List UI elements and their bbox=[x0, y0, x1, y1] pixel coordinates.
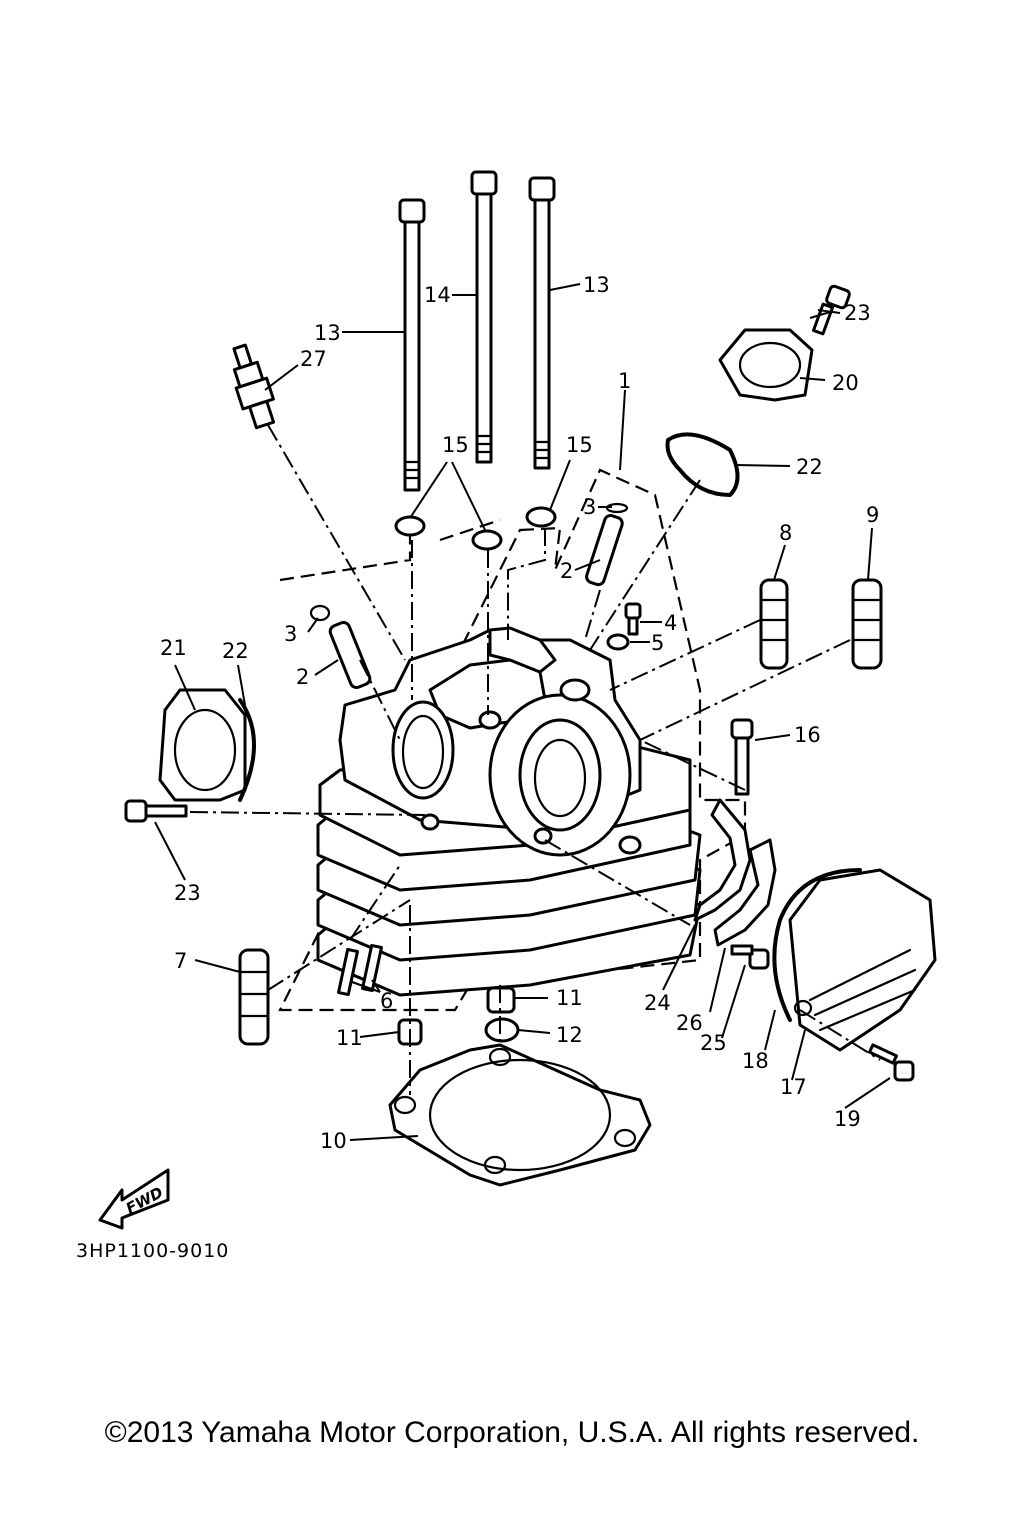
callout-7: 7 bbox=[174, 949, 187, 973]
gasket-22-left bbox=[238, 698, 256, 802]
callout-10: 10 bbox=[320, 1129, 347, 1153]
studs-6 bbox=[337, 943, 383, 997]
sleeve-7 bbox=[238, 948, 270, 1046]
callout-3-upper: 3 bbox=[583, 495, 596, 519]
spark-plug bbox=[232, 343, 276, 430]
cover-20 bbox=[718, 328, 814, 402]
bolt-25 bbox=[730, 944, 770, 970]
washer-15-right bbox=[525, 506, 557, 528]
washer-15-center bbox=[471, 529, 503, 551]
cylinder-head bbox=[316, 626, 702, 997]
callout-2-lower: 2 bbox=[296, 665, 309, 689]
callout-15-right: 15 bbox=[566, 433, 593, 457]
leader-lines bbox=[154, 283, 891, 1141]
washer-15-left bbox=[394, 515, 426, 537]
callout-5: 5 bbox=[651, 631, 664, 655]
callout-23-right: 23 bbox=[844, 301, 871, 325]
callout-12: 12 bbox=[556, 1023, 583, 1047]
callout-20: 20 bbox=[832, 371, 859, 395]
gasket-18 bbox=[772, 868, 862, 1022]
bolt-4 bbox=[624, 602, 642, 636]
sleeve-9 bbox=[851, 578, 883, 670]
callout-19: 19 bbox=[834, 1107, 861, 1131]
callout-labels: 1 2 2 3 3 4 5 6 7 8 9 10 11 11 12 13 13 … bbox=[76, 273, 879, 1262]
callout-16: 16 bbox=[794, 723, 821, 747]
callout-26: 26 bbox=[676, 1011, 703, 1035]
bracket-24 bbox=[693, 798, 752, 922]
callout-11-left: 11 bbox=[336, 1026, 363, 1050]
callout-8: 8 bbox=[779, 521, 792, 545]
callout-11-right: 11 bbox=[556, 986, 583, 1010]
head-gasket bbox=[388, 1043, 652, 1187]
centerlines bbox=[189, 424, 881, 1095]
callout-15-left: 15 bbox=[442, 433, 469, 457]
callout-9: 9 bbox=[866, 503, 879, 527]
seal-12 bbox=[484, 1017, 520, 1043]
callout-24: 24 bbox=[644, 991, 671, 1015]
callout-18: 18 bbox=[742, 1049, 769, 1073]
callout-4: 4 bbox=[664, 611, 677, 635]
head-bolt-right bbox=[528, 176, 556, 470]
callout-13-right: 13 bbox=[583, 273, 610, 297]
copyright-notice: ©2013 Yamaha Motor Corporation, U.S.A. A… bbox=[104, 1416, 920, 1449]
callout-2-upper: 2 bbox=[560, 559, 573, 583]
reference-code: 3HP1100-9010 bbox=[76, 1240, 229, 1262]
plate-26 bbox=[713, 838, 777, 947]
valve-guide-lower bbox=[328, 620, 372, 690]
bolt-16 bbox=[730, 718, 754, 796]
callout-23-left: 23 bbox=[174, 881, 201, 905]
callout-17: 17 bbox=[780, 1075, 807, 1099]
callout-14: 14 bbox=[424, 283, 451, 307]
callout-13-left: 13 bbox=[314, 321, 341, 345]
clip-3-lower bbox=[309, 604, 331, 622]
callout-1: 1 bbox=[618, 369, 631, 393]
callout-22-right: 22 bbox=[796, 455, 823, 479]
callout-27: 27 bbox=[300, 347, 327, 371]
sleeve-8 bbox=[759, 578, 789, 670]
washer-5 bbox=[606, 633, 630, 651]
side-cover-17 bbox=[788, 868, 937, 1052]
bolt-19 bbox=[868, 1043, 915, 1082]
gasket-22-right bbox=[665, 432, 740, 497]
head-bolt-left bbox=[398, 198, 426, 492]
callout-6: 6 bbox=[380, 989, 393, 1013]
head-bolt-center bbox=[470, 170, 498, 464]
callout-25: 25 bbox=[700, 1031, 727, 1055]
tappet-cover-left bbox=[158, 688, 247, 802]
callout-21: 21 bbox=[160, 636, 187, 660]
callout-22-left: 22 bbox=[222, 639, 249, 663]
fwd-arrow bbox=[98, 1168, 170, 1230]
callout-3-lower: 3 bbox=[284, 622, 297, 646]
valve-guide-upper bbox=[585, 514, 624, 587]
bolt-23-left bbox=[124, 799, 188, 823]
